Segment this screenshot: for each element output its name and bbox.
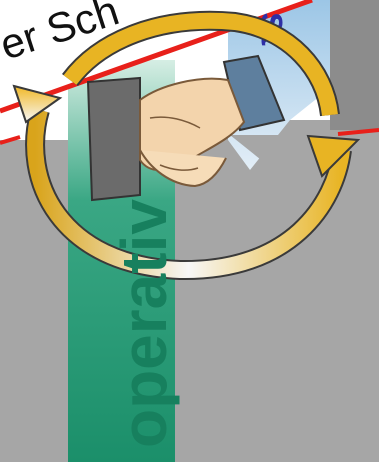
pillar-label: operativ	[108, 199, 180, 448]
